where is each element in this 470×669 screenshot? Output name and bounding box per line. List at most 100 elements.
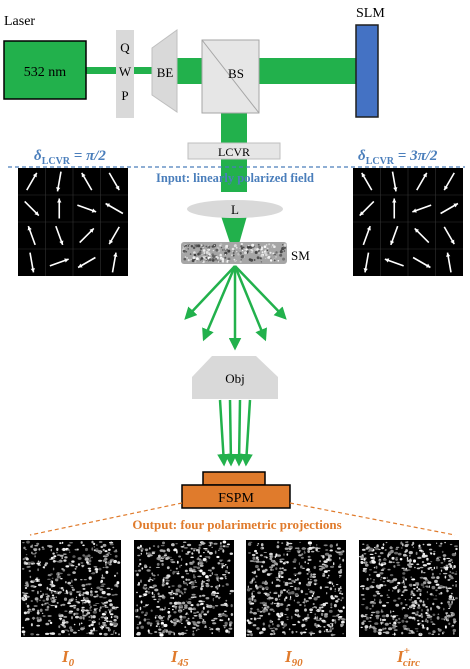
speckle-grain bbox=[23, 594, 28, 597]
speckle-grain bbox=[196, 603, 200, 607]
speckle-grain bbox=[399, 558, 403, 561]
speckle-grain bbox=[389, 547, 394, 549]
speckle-grain bbox=[48, 619, 51, 622]
speckle-grain bbox=[36, 562, 41, 565]
speckle-grain bbox=[105, 570, 109, 574]
scatter-grain bbox=[214, 257, 218, 261]
speckle-grain bbox=[426, 616, 431, 619]
projection-label-icirc-base: I bbox=[396, 647, 405, 666]
speckle-grain bbox=[448, 560, 452, 563]
speckle-grain bbox=[98, 608, 101, 612]
speckle-grain bbox=[291, 630, 294, 634]
speckle-grain bbox=[428, 585, 430, 588]
speckle-grain bbox=[293, 558, 297, 562]
speckle-grain bbox=[193, 615, 198, 617]
speckle-grain bbox=[337, 598, 340, 601]
speckle-grain bbox=[225, 629, 229, 633]
speckle-grain bbox=[294, 614, 299, 616]
speckle-grain bbox=[340, 550, 344, 554]
speckle-grain bbox=[34, 552, 38, 554]
speckle-grain bbox=[252, 624, 257, 627]
speckle-grain bbox=[113, 615, 118, 618]
speckle-grain bbox=[378, 631, 382, 635]
speckle-grain bbox=[70, 579, 73, 583]
speckle-grain bbox=[99, 632, 103, 636]
speckle-grain bbox=[305, 628, 308, 630]
speckle-grain bbox=[451, 592, 453, 595]
speckle-grain bbox=[208, 541, 213, 543]
speckle-grain bbox=[23, 546, 26, 550]
speckle-grain bbox=[334, 620, 337, 624]
speckle-grain bbox=[435, 595, 437, 597]
speckle-grain bbox=[408, 598, 412, 601]
objective bbox=[192, 356, 278, 399]
speckle-grain bbox=[286, 605, 288, 607]
speckle-grain bbox=[368, 547, 373, 551]
speckle-grain bbox=[400, 541, 403, 545]
speckle-grain bbox=[91, 540, 94, 544]
speckle-grain bbox=[451, 600, 453, 604]
polarization-arrow-head bbox=[64, 258, 69, 263]
speckle-grain bbox=[69, 542, 73, 544]
speckle-grain bbox=[26, 610, 30, 614]
speckle-grain bbox=[332, 585, 335, 587]
speckle-grain bbox=[335, 600, 339, 603]
speckle-grain bbox=[434, 579, 438, 584]
speckle-grain bbox=[169, 594, 173, 596]
speckle-grain bbox=[184, 569, 188, 573]
speckle-grain bbox=[72, 604, 77, 607]
scatter-grain bbox=[219, 260, 221, 262]
speckle-grain bbox=[223, 603, 226, 606]
speckle-grain bbox=[113, 618, 117, 622]
speckle-grain bbox=[433, 566, 436, 570]
speckle-grain bbox=[410, 576, 413, 578]
speckle-grain bbox=[160, 621, 164, 625]
speckle-grain bbox=[324, 586, 329, 588]
polarization-arrow-head bbox=[27, 226, 32, 231]
speckle-grain bbox=[337, 587, 342, 590]
speckle-grain bbox=[414, 613, 419, 616]
speckle-grain bbox=[248, 552, 251, 554]
speckle-grain bbox=[268, 573, 273, 575]
speckle-grain bbox=[192, 617, 195, 619]
scatter-grain bbox=[219, 244, 221, 247]
speckle-grain bbox=[431, 576, 436, 579]
scatter-grain bbox=[250, 251, 252, 253]
speckle-grain bbox=[185, 573, 190, 575]
speckle-grain bbox=[308, 546, 313, 550]
speckle-grain bbox=[143, 593, 148, 596]
speckle-grain bbox=[185, 619, 188, 622]
speckle-grain bbox=[199, 562, 204, 565]
speckle-grain bbox=[408, 616, 413, 619]
scatter-grain bbox=[231, 247, 235, 251]
speckle-grain bbox=[25, 597, 28, 601]
speckle-grain bbox=[451, 561, 454, 563]
speckle-grain bbox=[427, 567, 431, 570]
speckle-grain bbox=[270, 597, 274, 600]
speckle-grain bbox=[157, 598, 161, 601]
speckle-grain bbox=[249, 611, 254, 614]
speckle-grain bbox=[116, 615, 119, 620]
speckle-grain bbox=[250, 607, 253, 610]
speckle-grain bbox=[198, 546, 201, 550]
speckle-grain bbox=[279, 567, 282, 570]
speckle-grain bbox=[271, 601, 274, 604]
speckle-grain bbox=[324, 613, 328, 616]
speckle-grain bbox=[454, 545, 458, 548]
speckle-grain bbox=[58, 617, 63, 620]
speckle-grain bbox=[279, 560, 283, 563]
speckle-grain bbox=[101, 583, 106, 586]
speckle-grain bbox=[332, 615, 337, 617]
speckle-grain bbox=[82, 587, 86, 590]
speckle-image-i0 bbox=[21, 540, 121, 637]
speckle-grain bbox=[136, 591, 138, 594]
speckle-grain bbox=[280, 558, 285, 560]
speckle-grain bbox=[157, 574, 160, 576]
speckle-grain bbox=[263, 552, 267, 553]
speckle-grain bbox=[174, 618, 178, 622]
speckle-grain bbox=[276, 584, 280, 587]
speckle-grain bbox=[227, 572, 231, 574]
projection-label-i45-sub: 45 bbox=[177, 657, 190, 669]
scatter-grain bbox=[207, 248, 209, 251]
scatter-grain bbox=[194, 260, 197, 263]
